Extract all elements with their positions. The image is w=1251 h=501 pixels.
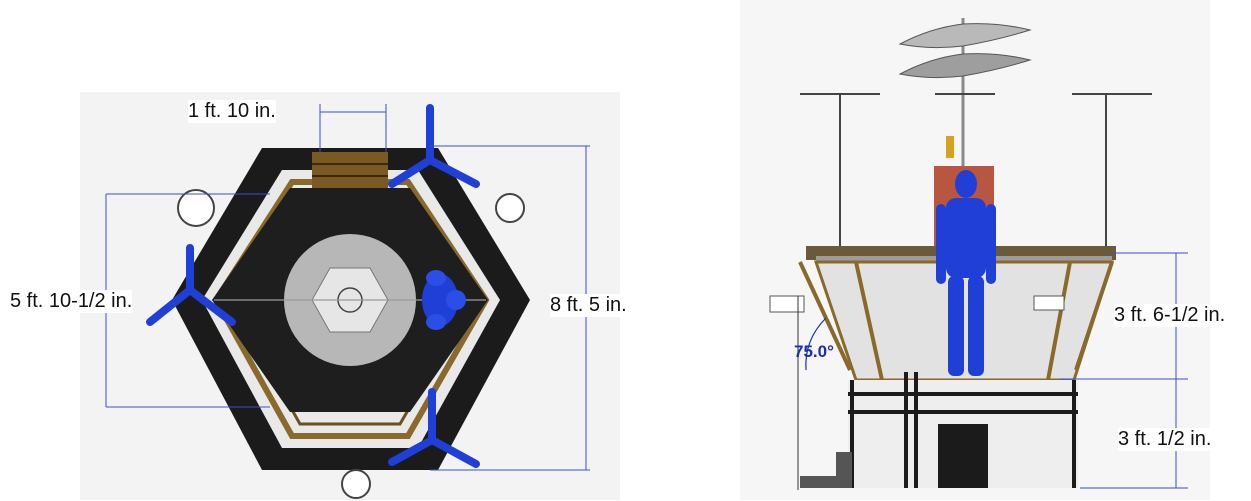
- skirt-legs: [798, 261, 1114, 381]
- side-view: [740, 0, 1210, 500]
- sensor-left: [769, 295, 805, 313]
- fan-left: [146, 244, 236, 326]
- dimension-label-lower-height: 3 ft. 1/2 in.: [1118, 428, 1212, 451]
- dimension-label-width: 1 ft. 10 in.: [188, 100, 276, 123]
- top-boards: [312, 152, 388, 188]
- fan-top-right: [388, 104, 480, 188]
- t-posts: [800, 93, 1152, 250]
- angle-arc: [805, 317, 827, 371]
- dimension-label-right-height: 8 ft. 5 in.: [550, 294, 627, 317]
- fan-bottom-right: [388, 388, 480, 468]
- mannequin-top: [422, 270, 466, 330]
- wind-vane-upper: [898, 23, 1032, 49]
- base-foot: [800, 452, 852, 488]
- wind-vane-lower: [898, 53, 1032, 79]
- sensor-right: [1033, 295, 1065, 311]
- dimension-label-left-height: 5 ft. 10-1/2 in.: [10, 290, 133, 313]
- sensor-dial-top-left: [177, 189, 215, 227]
- sensor-dial-bottom: [341, 469, 371, 499]
- top-view: [80, 92, 620, 500]
- sensor-dial-top-right: [495, 193, 525, 223]
- mannequin-side: [936, 170, 996, 376]
- beacon-light: [946, 136, 954, 158]
- base-box: [938, 424, 988, 488]
- dimension-label-upper-height: 3 ft. 6-1/2 in.: [1114, 304, 1226, 327]
- angle-label: 75.0°: [794, 342, 834, 361]
